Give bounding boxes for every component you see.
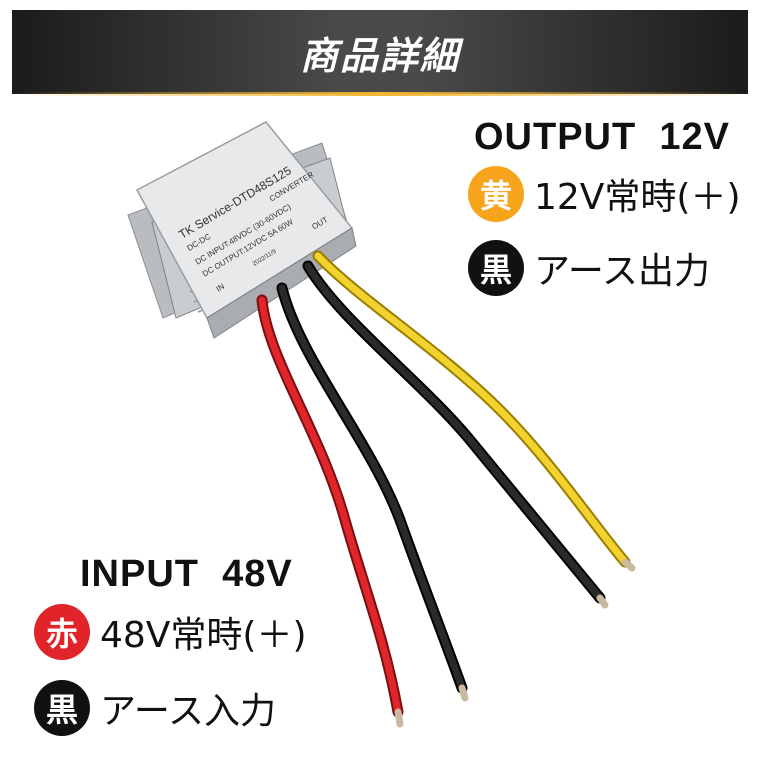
output-row-black-text: アース出力 (534, 251, 711, 292)
black-badge-input: 黒 (34, 680, 90, 736)
wire-tips (394, 558, 636, 728)
output-row-black: 黒 アース出力 (468, 240, 710, 296)
red-wire (258, 296, 402, 716)
input-row-black-text: アース入力 (100, 691, 277, 732)
input-heading: INPUT 48V (80, 553, 293, 595)
black-output-wire (304, 262, 604, 602)
input-row-red-text: 48V常時(＋) (100, 615, 307, 656)
wires (256, 250, 631, 718)
input-row-red: 赤 48V常時(＋) (34, 604, 307, 660)
yellow-wire (314, 252, 629, 566)
title-banner: 商品詳細 (12, 10, 748, 94)
output-heading: OUTPUT 12V (474, 116, 730, 158)
banner-title: 商品詳細 (299, 33, 460, 78)
yellow-badge: 黄 (468, 166, 524, 222)
input-row-black: 黒 アース入力 (34, 680, 276, 736)
red-badge: 赤 (34, 604, 90, 660)
black-input-wire (278, 284, 466, 692)
yellow-wire-shadow (312, 250, 631, 568)
output-row-yellow-text: 12V常時(＋) (534, 177, 741, 218)
black-badge: 黒 (468, 240, 524, 296)
device-in-label: IN (215, 282, 227, 294)
banner-gold-line (12, 92, 748, 96)
output-row-yellow: 黄 12V常時(＋) (468, 166, 741, 222)
